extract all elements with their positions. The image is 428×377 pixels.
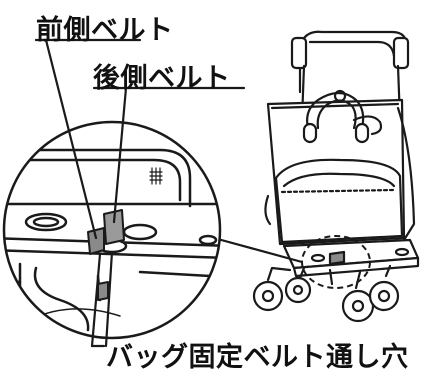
hole-leader-2 [104,250,114,348]
hole-leader-1 [90,252,102,348]
magnified-detail [2,120,222,340]
leader-lines [34,38,246,348]
front-belt-leader [34,38,142,240]
front-belt-strap [87,227,105,255]
belt-hole-label: バッグ固定ベルト通し穴 [106,342,409,373]
front-belt-label: 前側ベルト [36,15,174,46]
callout-connector [213,236,303,264]
rear-belt-label: 後側ベルト [93,63,231,94]
cart-wheels [252,264,400,323]
bag [264,89,416,246]
shopping-cart [252,30,420,323]
rear-belt-leader [92,86,246,224]
cart-base [282,238,420,286]
